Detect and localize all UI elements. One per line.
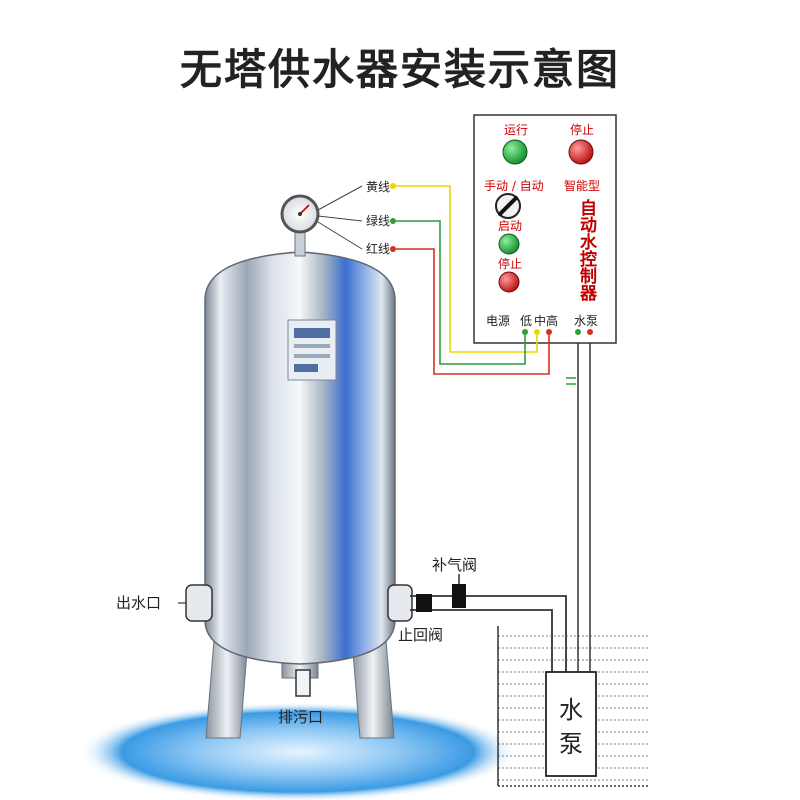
run-label: 运行 (504, 123, 528, 137)
brand-char-1: 自 (580, 198, 597, 219)
brand-char-5: 制 (580, 266, 597, 287)
pressure-tank (204, 251, 396, 665)
pressure-gauge (280, 194, 320, 257)
green-wire-label: 绿线 (366, 213, 390, 228)
brand-char-2: 动 (580, 216, 597, 236)
manual-auto-label: 手动 / 自动 (484, 179, 544, 193)
terminal-pump-dot-2 (587, 329, 593, 335)
terminal-power-label: 电源 (486, 314, 510, 328)
terminal-pump-label: 水泵 (574, 314, 598, 328)
brand-char-6: 器 (579, 284, 598, 304)
well-water (498, 635, 648, 781)
drain-pipe (295, 669, 311, 697)
start-label: 启动 (498, 219, 522, 233)
probe-leaders (317, 185, 363, 250)
stop-label: 停止 (498, 256, 522, 271)
terminal-mid-dot (534, 329, 540, 335)
water-splash (78, 702, 518, 800)
outlet-label: 出水口 (116, 594, 161, 612)
green-wire (390, 218, 526, 365)
pump-cable (577, 340, 591, 672)
terminal-pump-dot-1 (575, 329, 581, 335)
cable-marker (566, 377, 576, 385)
red-wire (390, 246, 550, 375)
red-wire-label: 红线 (366, 241, 390, 256)
stop-indicator-light (568, 139, 594, 165)
brand-vertical-text: 自 动 水 控 制 器 (579, 198, 598, 304)
check-valve (416, 594, 432, 612)
yellow-wire-label: 黄线 (366, 180, 390, 194)
terminal-low-dot (522, 329, 528, 335)
check-valve-label: 止回阀 (398, 626, 443, 644)
terminal-high-label: 高 (546, 313, 558, 328)
stop-top-label: 停止 (570, 122, 594, 137)
terminal-high-dot (546, 329, 552, 335)
air-valve (452, 584, 466, 608)
start-button[interactable] (498, 233, 520, 255)
air-valve-label: 补气阀 (432, 556, 477, 574)
submersible-pump (545, 671, 597, 777)
run-indicator-light (502, 139, 528, 165)
brand-char-3: 水 (580, 232, 598, 253)
inlet-port (387, 584, 413, 622)
drain-label: 排污口 (278, 708, 323, 726)
smart-label: 智能型 (564, 178, 600, 193)
page-title: 无塔供水器安装示意图 (179, 45, 620, 94)
stop-button[interactable] (498, 271, 520, 293)
terminal-mid-label: 中 (534, 313, 546, 328)
pump-label-line1: 水 (559, 696, 583, 724)
outlet-port (185, 584, 213, 622)
terminal-low-label: 低 (520, 314, 532, 328)
yellow-wire (390, 183, 538, 353)
brand-char-4: 控 (580, 249, 597, 270)
manual-auto-switch[interactable] (495, 193, 521, 219)
pump-label-line2: 泵 (559, 730, 583, 758)
